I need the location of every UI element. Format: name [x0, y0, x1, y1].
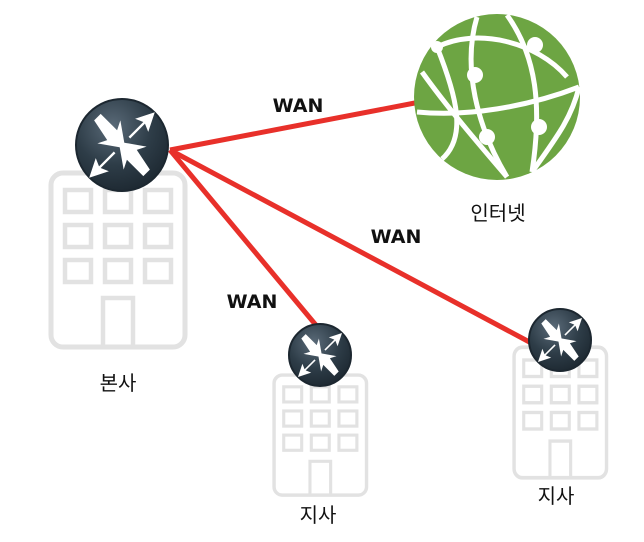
hq-label: 본사: [100, 371, 137, 395]
branch1-router-icon: [288, 323, 352, 387]
wan-label-branch1: WAN: [227, 291, 278, 313]
branch2-router-icon: [528, 308, 592, 372]
wan-link-internet: [169, 99, 421, 153]
internet-label: 인터넷: [470, 201, 525, 225]
wan-label-internet: WAN: [273, 95, 324, 117]
branch1-label: 지사: [300, 503, 337, 527]
wan-link-branch2: [168, 147, 537, 348]
branch2-label: 지사: [538, 484, 575, 508]
globe-icon: [414, 13, 582, 180]
wan-links: [168, 99, 537, 348]
hq-building-icon: [51, 173, 185, 347]
wan-link-branch1: [168, 148, 322, 332]
wan-label-branch2: WAN: [371, 226, 422, 248]
hq-router-icon: [75, 98, 169, 192]
branch1-building-icon: [272, 373, 369, 497]
